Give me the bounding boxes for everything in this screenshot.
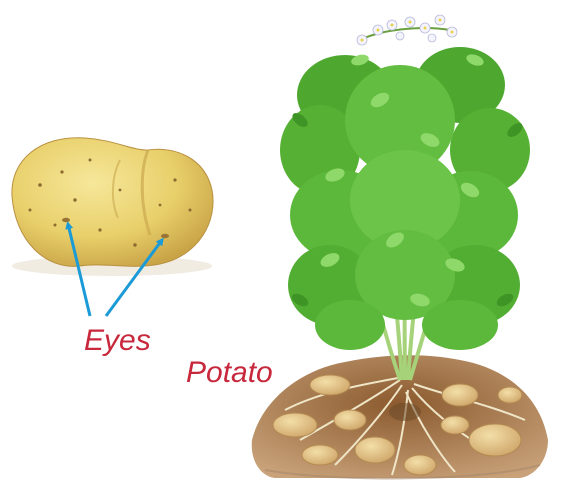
potato-label: Potato xyxy=(186,358,273,388)
eye-mark-right xyxy=(161,234,169,238)
eyes-label: Eyes xyxy=(84,326,151,356)
potato-tuber xyxy=(12,138,213,276)
eye-mark-left xyxy=(62,218,70,222)
foliage xyxy=(280,47,530,350)
flowers xyxy=(357,15,457,45)
potato-plant xyxy=(252,15,548,479)
